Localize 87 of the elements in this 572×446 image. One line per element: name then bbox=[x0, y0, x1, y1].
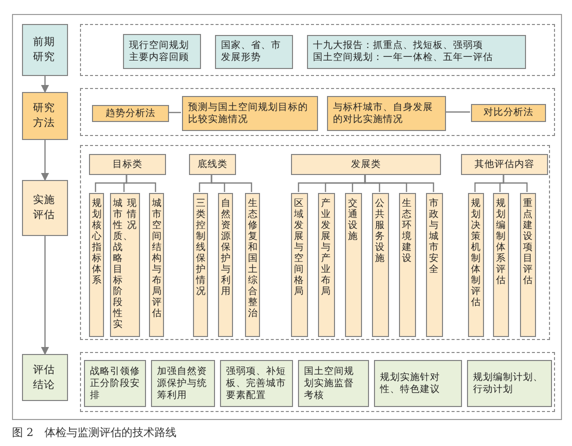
node-label: 战略引领修正分阶段安排 bbox=[90, 366, 140, 402]
node-label: 市政与城市安全 bbox=[428, 198, 440, 277]
process-box bbox=[123, 34, 201, 69]
arrow bbox=[41, 236, 49, 355]
figure-caption: 图 2 体检与监测评估的技术路线 bbox=[12, 425, 176, 440]
node-label: 城市空间结构与布局评估 bbox=[151, 198, 163, 321]
category-box bbox=[92, 105, 169, 122]
item-box bbox=[399, 193, 416, 337]
node-label: 规划编制体系评估 bbox=[495, 198, 507, 288]
node-label: 目标类 bbox=[112, 158, 142, 170]
node-label: 其他评估内容 bbox=[474, 158, 534, 170]
node-label: 研究方法 bbox=[33, 101, 56, 131]
node-label: 重点建设项目评估 bbox=[522, 198, 534, 288]
node-label: 强弱项、补短板、完善城市要素配置 bbox=[226, 366, 287, 402]
process-box bbox=[298, 360, 369, 407]
node-label: 评估结论 bbox=[33, 362, 56, 392]
node-label: 自然资源保护与利用 bbox=[220, 198, 232, 299]
connector-line bbox=[445, 111, 470, 113]
node-label: 十九大报告：抓重点、找短板、强弱项 bbox=[313, 40, 484, 52]
node-label: 国家、省、市发展形势 bbox=[221, 40, 282, 64]
connector-line bbox=[502, 174, 528, 192]
item-box bbox=[193, 193, 208, 337]
stage-box bbox=[22, 180, 68, 236]
arrow bbox=[41, 140, 49, 181]
node-label: 加强自然资源保护与统筹利用 bbox=[157, 366, 208, 402]
process-box bbox=[307, 35, 526, 69]
dashed-group-frame bbox=[80, 88, 555, 136]
item-box bbox=[372, 193, 389, 337]
process-box bbox=[215, 35, 293, 69]
node-label: 国土空间规划：一年一体检、五年一评估 bbox=[313, 52, 494, 64]
category-box bbox=[189, 154, 236, 175]
category-box bbox=[461, 154, 548, 175]
node-label: 规划核心指标体系 bbox=[91, 198, 103, 288]
node-label: 区域发展与空间格局 bbox=[293, 198, 305, 299]
item-box bbox=[245, 193, 260, 337]
item-box bbox=[218, 193, 233, 337]
item-box bbox=[110, 193, 140, 337]
process-box bbox=[220, 360, 293, 407]
node-label: 产业发展与产业布局 bbox=[320, 198, 332, 299]
node-label: 规划编制计划、行动计划 bbox=[473, 372, 544, 396]
process-box bbox=[327, 96, 446, 131]
process-box bbox=[182, 96, 318, 131]
node-label: 趋势分析法 bbox=[106, 108, 156, 120]
node-label: 底线类 bbox=[198, 158, 228, 170]
node-label: 现行空间规划主要内容回顾 bbox=[129, 40, 190, 64]
node-label: 交通设施 bbox=[347, 198, 359, 244]
node-label: 生态修复和国土综合整治 bbox=[247, 198, 259, 321]
connector-line bbox=[364, 174, 434, 192]
stage-box bbox=[22, 354, 68, 401]
node-label: 三类控制线保护情况 bbox=[194, 198, 207, 299]
node-label: 实施评估 bbox=[33, 193, 56, 223]
item-box bbox=[291, 193, 308, 337]
item-box bbox=[520, 193, 536, 337]
category-box bbox=[471, 104, 546, 122]
category-box bbox=[89, 154, 166, 175]
item-box bbox=[149, 193, 164, 337]
item-box bbox=[426, 193, 443, 337]
dashed-group-frame bbox=[80, 145, 550, 340]
connector-line bbox=[168, 112, 181, 114]
node-label: 前期研究 bbox=[33, 35, 56, 65]
node-label: 规划决策机制体制评估 bbox=[470, 198, 482, 310]
item-box bbox=[468, 193, 484, 337]
item-box bbox=[318, 193, 335, 337]
node-label: 与标杆城市、自身发展的对比实施情况 bbox=[333, 102, 434, 126]
dashed-group-frame bbox=[80, 24, 555, 76]
node-label: 规划实施针对性、特色建议 bbox=[380, 372, 441, 396]
connector-line bbox=[126, 174, 156, 192]
item-box bbox=[345, 193, 362, 337]
item-box bbox=[493, 193, 509, 337]
node-label: 发展类 bbox=[351, 158, 381, 170]
arrow bbox=[41, 76, 49, 93]
node-label: 预测与国土空间规划目标的比较实施情况 bbox=[188, 102, 309, 126]
node-label: 城市性质、战略目标阶段性实现情况 bbox=[112, 198, 138, 332]
connector-line bbox=[210, 174, 252, 192]
item-box bbox=[89, 193, 104, 337]
node-label: 对比分析法 bbox=[484, 107, 534, 119]
process-box bbox=[467, 360, 552, 407]
process-box bbox=[84, 360, 146, 407]
node-label: 国土空间规划实施监督考核 bbox=[304, 366, 355, 402]
process-box bbox=[374, 360, 462, 407]
node-label: 公共服务设施 bbox=[374, 198, 386, 266]
category-box bbox=[291, 154, 441, 175]
process-box bbox=[151, 360, 215, 407]
stage-box bbox=[22, 24, 68, 76]
node-label: 生态环境建设 bbox=[401, 198, 413, 266]
stage-box bbox=[22, 92, 68, 140]
dashed-group-frame bbox=[80, 352, 555, 412]
